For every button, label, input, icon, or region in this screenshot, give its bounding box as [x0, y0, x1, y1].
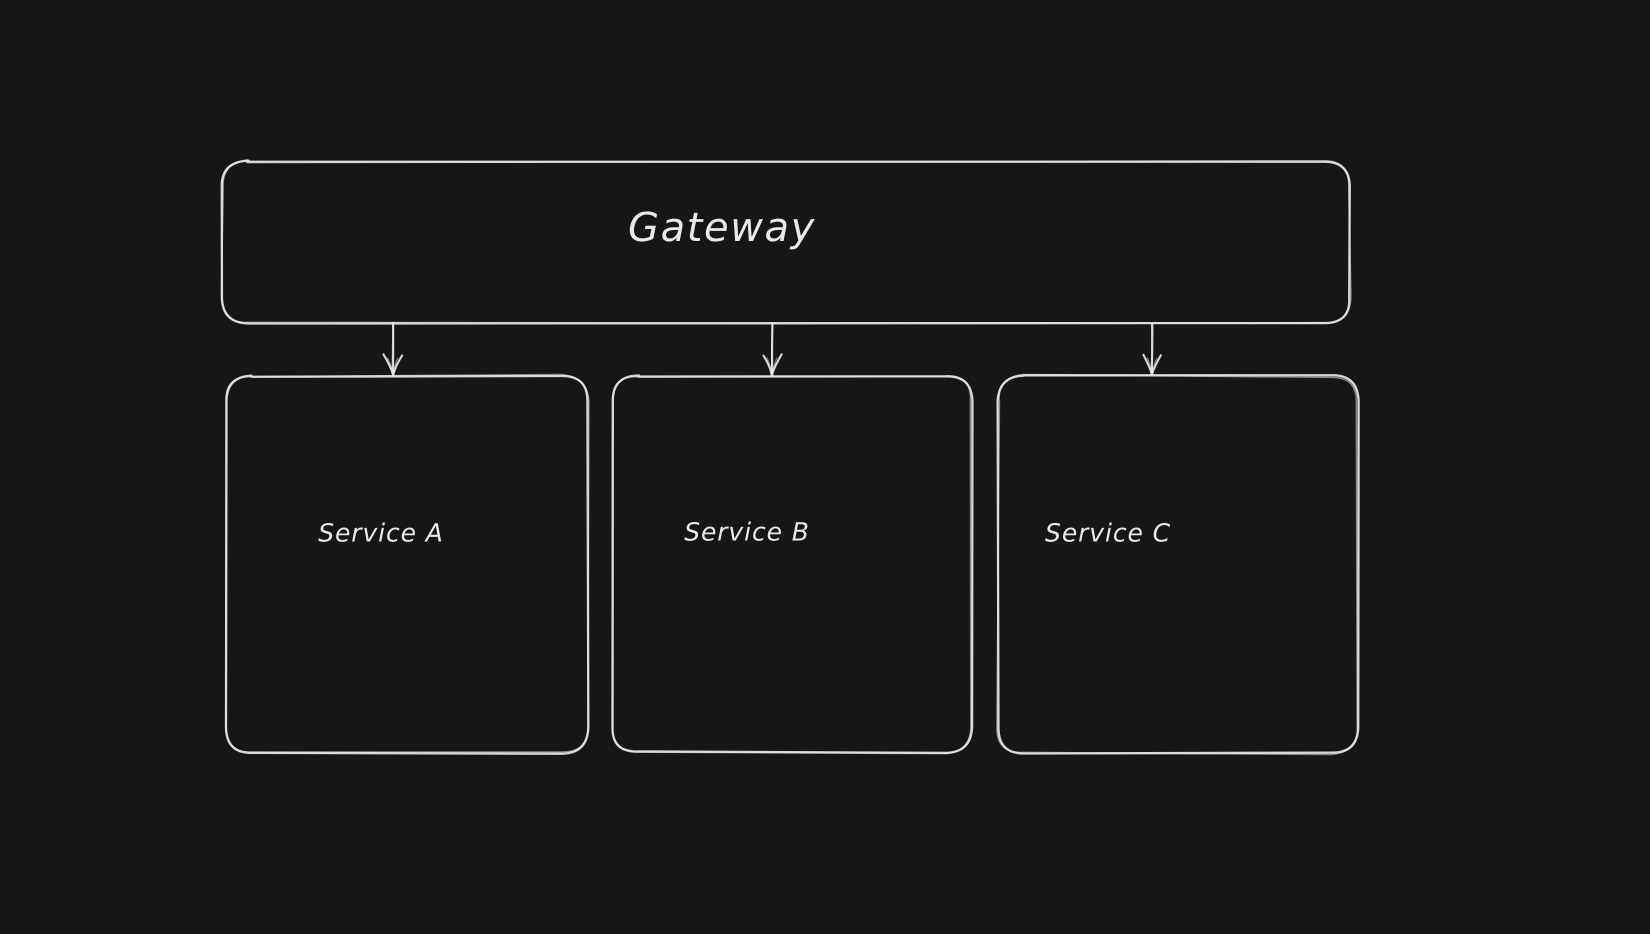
node-service-b[interactable] [612, 376, 972, 752]
node-label-service-c: Service C [1045, 518, 1171, 548]
node-label-service-b: Service B [684, 517, 810, 547]
node-service-c[interactable] [998, 376, 1358, 753]
node-label-gateway: Gateway [628, 205, 816, 251]
node-service-a[interactable] [226, 376, 588, 753]
node-label-service-a: Service A [318, 518, 444, 548]
node-gateway[interactable] [222, 161, 1350, 323]
